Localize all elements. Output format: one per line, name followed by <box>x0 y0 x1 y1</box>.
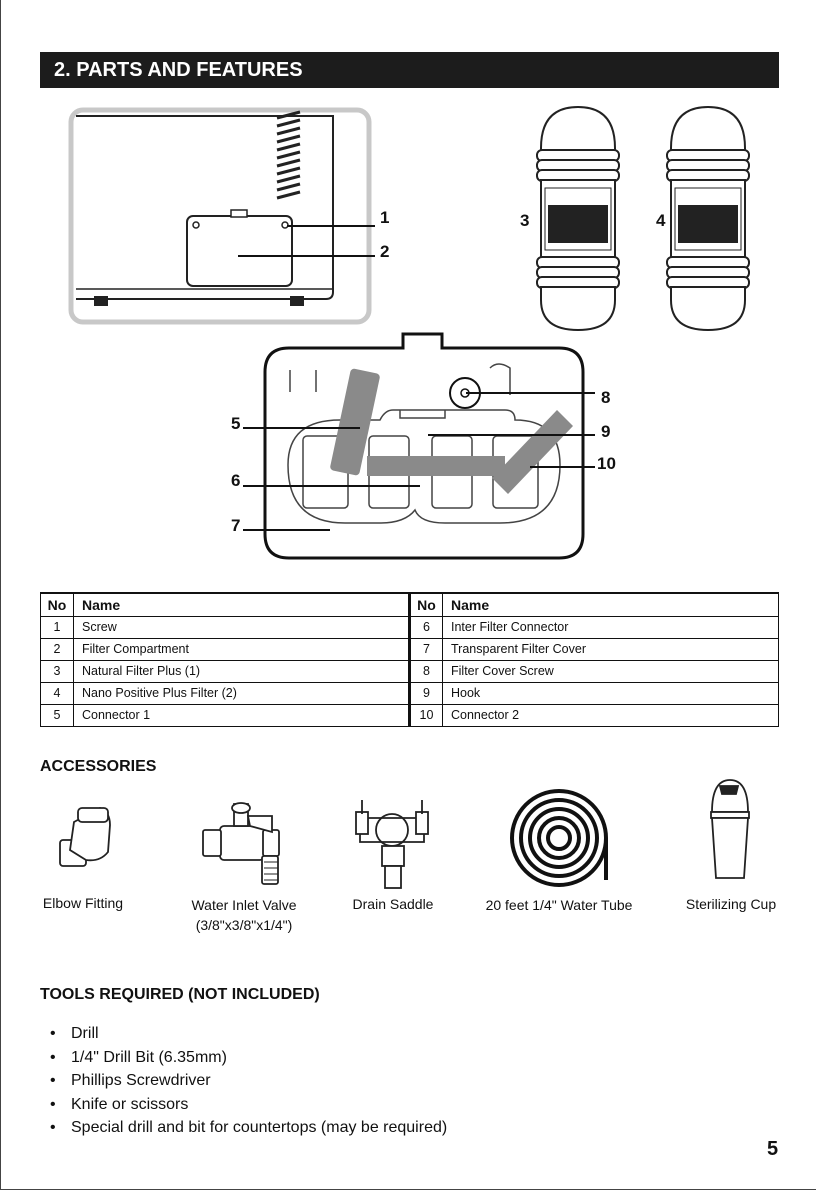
tools-list: Drill 1/4" Drill Bit (6.35mm) Phillips S… <box>50 1022 447 1140</box>
accessory-name: 20 feet 1/4" Water Tube <box>485 897 633 913</box>
part-name: Nano Positive Plus Filter (2) <box>73 681 411 705</box>
table-header-row: No Name No Name <box>40 592 779 617</box>
callout-2: 2 <box>380 242 390 261</box>
accessory-name: Drain Saddle <box>352 896 434 912</box>
column-header-name: Name <box>442 592 779 617</box>
callout-6: 6 <box>231 471 241 490</box>
part-name: Connector 1 <box>73 703 411 727</box>
callout-7: 7 <box>231 516 241 535</box>
callout-9: 9 <box>601 422 611 441</box>
table-row: 1 Screw 6 Inter Filter Connector <box>40 615 779 639</box>
section-title: 2. PARTS AND FEATURES <box>40 52 779 88</box>
accessory-label-water-inlet-valve: Water Inlet Valve (3/8"x3/8"x1/4") <box>170 895 318 935</box>
list-item: Knife or scissors <box>50 1093 447 1117</box>
column-header-no: No <box>409 592 443 617</box>
list-item: Drill <box>50 1022 447 1046</box>
accessory-label-water-tube: 20 feet 1/4" Water Tube <box>470 895 648 915</box>
part-name: Inter Filter Connector <box>442 615 779 639</box>
page-number: 5 <box>767 1138 779 1160</box>
accessories-heading: ACCESSORIES <box>40 758 157 775</box>
accessory-name: Elbow Fitting <box>42 895 124 911</box>
parts-table: No Name No Name 1 Screw 6 Inter Filter C… <box>40 592 779 727</box>
tools-heading: TOOLS REQUIRED (NOT INCLUDED) <box>40 986 320 1003</box>
accessory-name: Sterilizing Cup <box>685 896 777 912</box>
column-header-name: Name <box>73 592 411 617</box>
callout-1: 1 <box>380 208 390 227</box>
part-number: 10 <box>409 703 443 727</box>
callout-5: 5 <box>231 414 241 433</box>
callout-10: 10 <box>597 454 616 473</box>
list-item: Phillips Screwdriver <box>50 1069 447 1093</box>
column-header-no: No <box>40 592 74 617</box>
callout-4: 4 <box>656 211 666 230</box>
callout-3: 3 <box>520 211 530 230</box>
list-item: 1/4" Drill Bit (6.35mm) <box>50 1046 447 1070</box>
accessory-name: Water Inlet Valve <box>191 897 297 913</box>
accessory-label-drain-saddle: Drain Saddle <box>338 894 448 914</box>
part-name: Connector 2 <box>442 703 779 727</box>
accessory-size: (3/8"x3/8"x1/4") <box>195 917 293 933</box>
table-row: 5 Connector 1 10 Connector 2 <box>40 703 779 727</box>
callout-8: 8 <box>601 388 611 407</box>
accessory-label-elbow-fitting: Elbow Fitting <box>20 893 146 913</box>
accessory-label-sterilizing-cup: Sterilizing Cup <box>672 894 790 914</box>
list-item: Special drill and bit for countertops (m… <box>50 1116 447 1140</box>
